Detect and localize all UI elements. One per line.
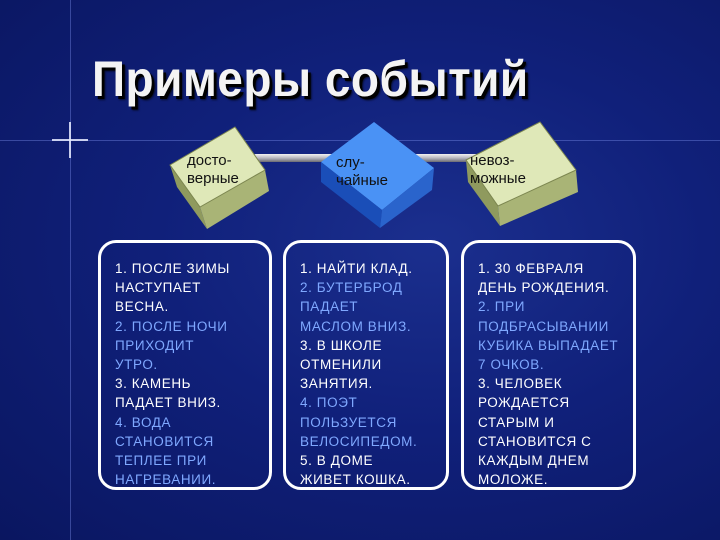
event-item-2-line: подбрасывании	[478, 318, 609, 334]
event-item-3-line: 3. В школе	[300, 337, 383, 353]
page-title: Примеры событий	[92, 51, 529, 107]
cube-random-label: слу- чайные	[336, 154, 388, 190]
panel-random-events: 1. Найти клад. 2. Бутерброд падает маслом в…	[283, 240, 449, 490]
event-item-3-line: занятия.	[300, 376, 373, 392]
panel-impossible-events: 1. 30 февраля день рождения. 2. При подбрас…	[461, 240, 636, 490]
cube-random-label-line1: слу-	[336, 154, 365, 171]
event-item-2-line: 2. При	[478, 299, 526, 315]
event-item-3-line: каждым днем	[478, 453, 590, 469]
event-item-1-line: 1. 30 февраля	[478, 261, 584, 276]
event-item-1-line: наступает	[115, 280, 201, 296]
event-item-3-line: 3. Камень	[115, 376, 192, 392]
cube-impossible-label-line1: невоз-	[470, 152, 515, 169]
event-item-1-line: 1. После зимы	[115, 261, 230, 276]
event-item-3-line: старым и	[478, 414, 555, 430]
event-item-2-line: маслом вниз.	[300, 318, 412, 334]
event-item-3-line: моложе.	[478, 472, 549, 488]
event-item-2-line: 2. После ночи	[115, 318, 228, 334]
event-item-4-line: теплее при	[115, 453, 207, 469]
event-item-4-line: пользуется	[300, 414, 397, 430]
event-item-5-line: живет кошка.	[300, 472, 411, 488]
event-item-3-line: рождается	[478, 395, 570, 411]
cube-impossible-label-line2: можные	[470, 170, 526, 187]
event-item-3-line: отменили	[300, 357, 382, 373]
cube-certain-label: досто- верные	[187, 152, 239, 188]
event-item-3-line: падает вниз.	[115, 395, 221, 411]
cube-certain-label-line2: верные	[187, 170, 239, 187]
cube-certain-label-line1: досто-	[187, 152, 232, 169]
event-item-4-line: становится	[115, 433, 214, 449]
event-item-2-line: кубика выпадает	[478, 337, 619, 353]
event-item-4-line: велосипедом.	[300, 433, 418, 449]
sparkle-icon	[52, 122, 88, 158]
event-item-2-line: 7 очков.	[478, 357, 545, 373]
event-item-3-line: становится с	[478, 433, 592, 449]
event-item-2-line: утро.	[115, 357, 158, 373]
cube-random: слу- чайные	[316, 120, 436, 230]
decorative-vertical-line	[70, 0, 71, 540]
event-item-4-line: нагревании.	[115, 472, 217, 488]
panel-certain-events: 1. После зимы наступает весна. 2. После ноч…	[98, 240, 272, 490]
event-item-1-line: весна.	[115, 299, 169, 315]
event-item-2-line: приходит	[115, 337, 195, 353]
cube-impossible-label: невоз- можные	[470, 152, 526, 188]
event-item-5-line: 5. В доме	[300, 453, 374, 469]
event-item-2-line: падает	[300, 299, 359, 315]
event-item-1-line: 1. Найти клад.	[300, 261, 413, 276]
event-item-4-line: 4. Поэт	[300, 395, 358, 411]
event-item-2-line: 2. Бутерброд	[300, 280, 403, 296]
event-item-1-line: день рождения.	[478, 280, 610, 296]
cube-random-label-line2: чайные	[336, 172, 388, 189]
event-item-4-line: 4. Вода	[115, 414, 172, 430]
cube-certain: досто- верные	[165, 125, 270, 230]
event-item-3-line: 3. Человек	[478, 376, 563, 392]
cube-impossible: невоз- можные	[458, 120, 580, 228]
